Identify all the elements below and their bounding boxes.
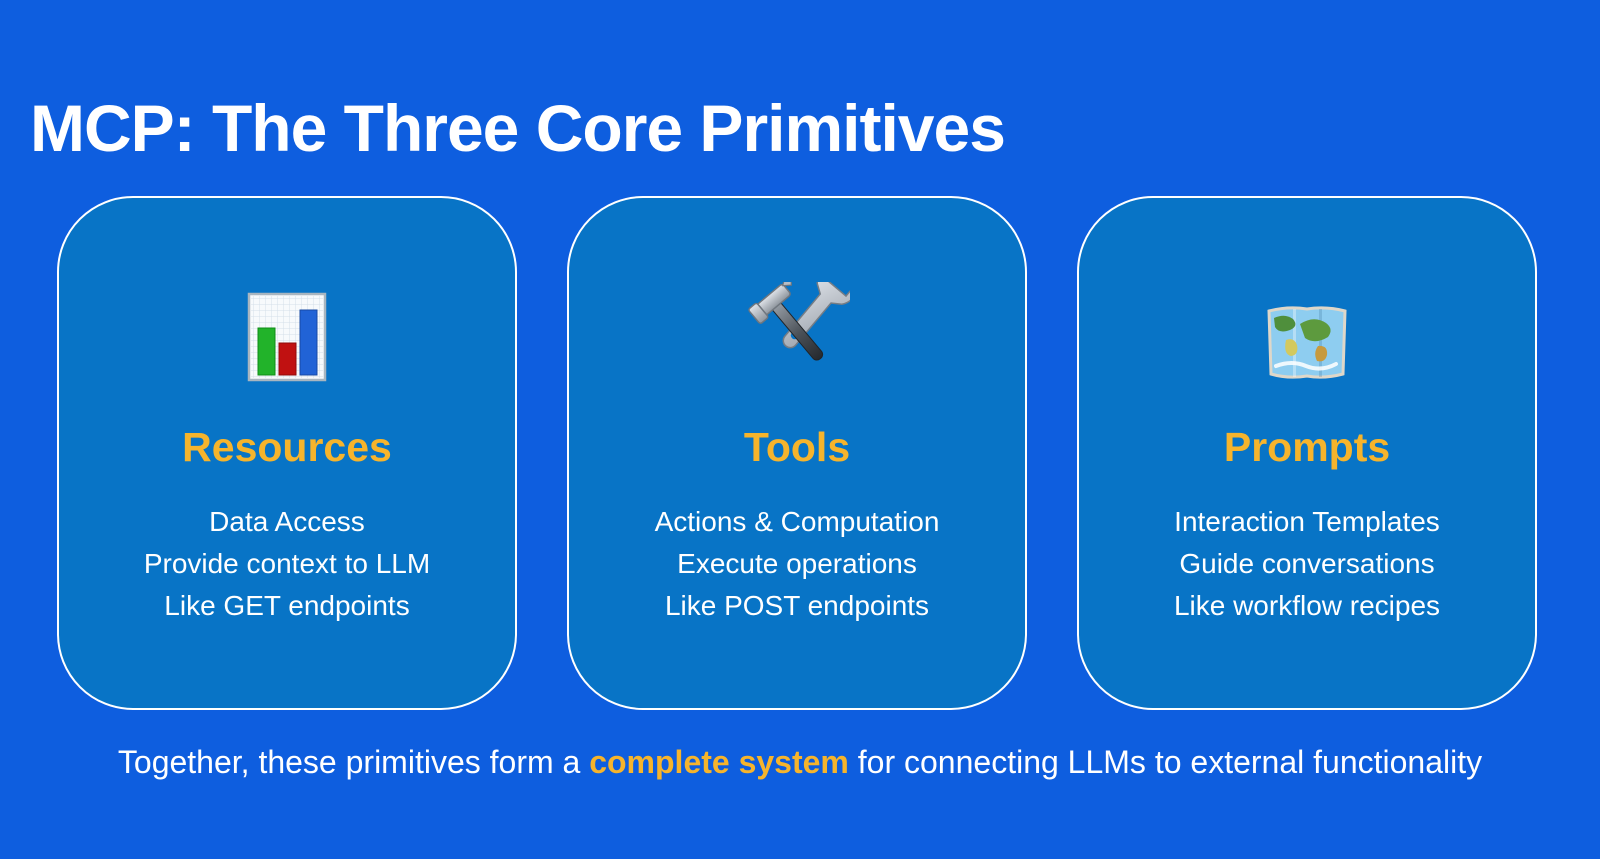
card-line: Like workflow recipes <box>1173 590 1441 621</box>
card-tools: Tools Actions & Computation Execute oper… <box>567 196 1027 710</box>
footer-text-prefix: Together, these primitives form a <box>117 744 590 780</box>
hammer-wrench-icon <box>744 282 850 382</box>
card-line: Data Access <box>209 506 365 537</box>
footer-text-suffix: for connecting LLMs to external function… <box>848 744 1483 780</box>
card-line: Interaction Templates <box>1174 506 1440 537</box>
footer-caption: Together, these primitives form a comple… <box>0 738 1600 786</box>
world-map-icon <box>1264 290 1350 382</box>
card-resources: Resources Data Access Provide context to… <box>57 196 517 710</box>
card-lines-resources: Data Access Provide context to LLM Like … <box>144 501 430 627</box>
card-lines-prompts: Interaction Templates Guide conversation… <box>1174 501 1440 627</box>
card-line: Like GET endpoints <box>164 590 410 621</box>
bar-chart-icon <box>247 290 327 382</box>
footer-highlight: complete system <box>589 744 849 780</box>
card-line: Provide context to LLM <box>143 548 431 579</box>
cards-row: Resources Data Access Provide context to… <box>57 196 1537 710</box>
card-title-prompts: Prompts <box>1223 424 1391 470</box>
card-line: Execute operations <box>677 548 917 579</box>
card-line: Actions & Computation <box>654 506 940 537</box>
card-line: Guide conversations <box>1179 548 1435 579</box>
card-lines-tools: Actions & Computation Execute operations… <box>655 501 940 627</box>
card-title-tools: Tools <box>743 424 851 470</box>
page-title: MCP: The Three Core Primitives <box>30 91 1006 166</box>
card-title-resources: Resources <box>182 424 392 470</box>
card-line: Like POST endpoints <box>664 590 930 621</box>
card-prompts: Prompts Interaction Templates Guide conv… <box>1077 196 1537 710</box>
